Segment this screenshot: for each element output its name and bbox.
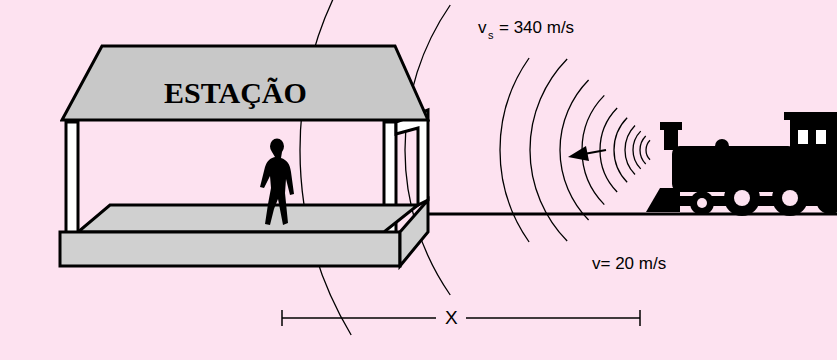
sound-speed-symbol: v <box>478 18 487 38</box>
distance-label: X <box>445 307 458 329</box>
station-building <box>60 110 428 266</box>
distance-bracket <box>282 310 640 326</box>
rail-track <box>428 213 837 216</box>
train-speed-label: v= 20 m/s <box>592 254 666 274</box>
sound-wave-arc <box>640 136 646 164</box>
steam-locomotive <box>646 112 837 216</box>
station-sign-text: ESTAÇÃO <box>164 76 307 110</box>
person-silhouette <box>260 138 294 225</box>
station-roof-sign: ESTAÇÃO <box>60 44 430 122</box>
sound-speed-value: = 340 m/s <box>499 18 574 38</box>
sound-wave-arc <box>646 140 650 160</box>
sound-speed-subscript: s <box>488 29 494 41</box>
wave-direction-arrow <box>568 146 606 161</box>
sound-wave-arc <box>560 80 589 220</box>
